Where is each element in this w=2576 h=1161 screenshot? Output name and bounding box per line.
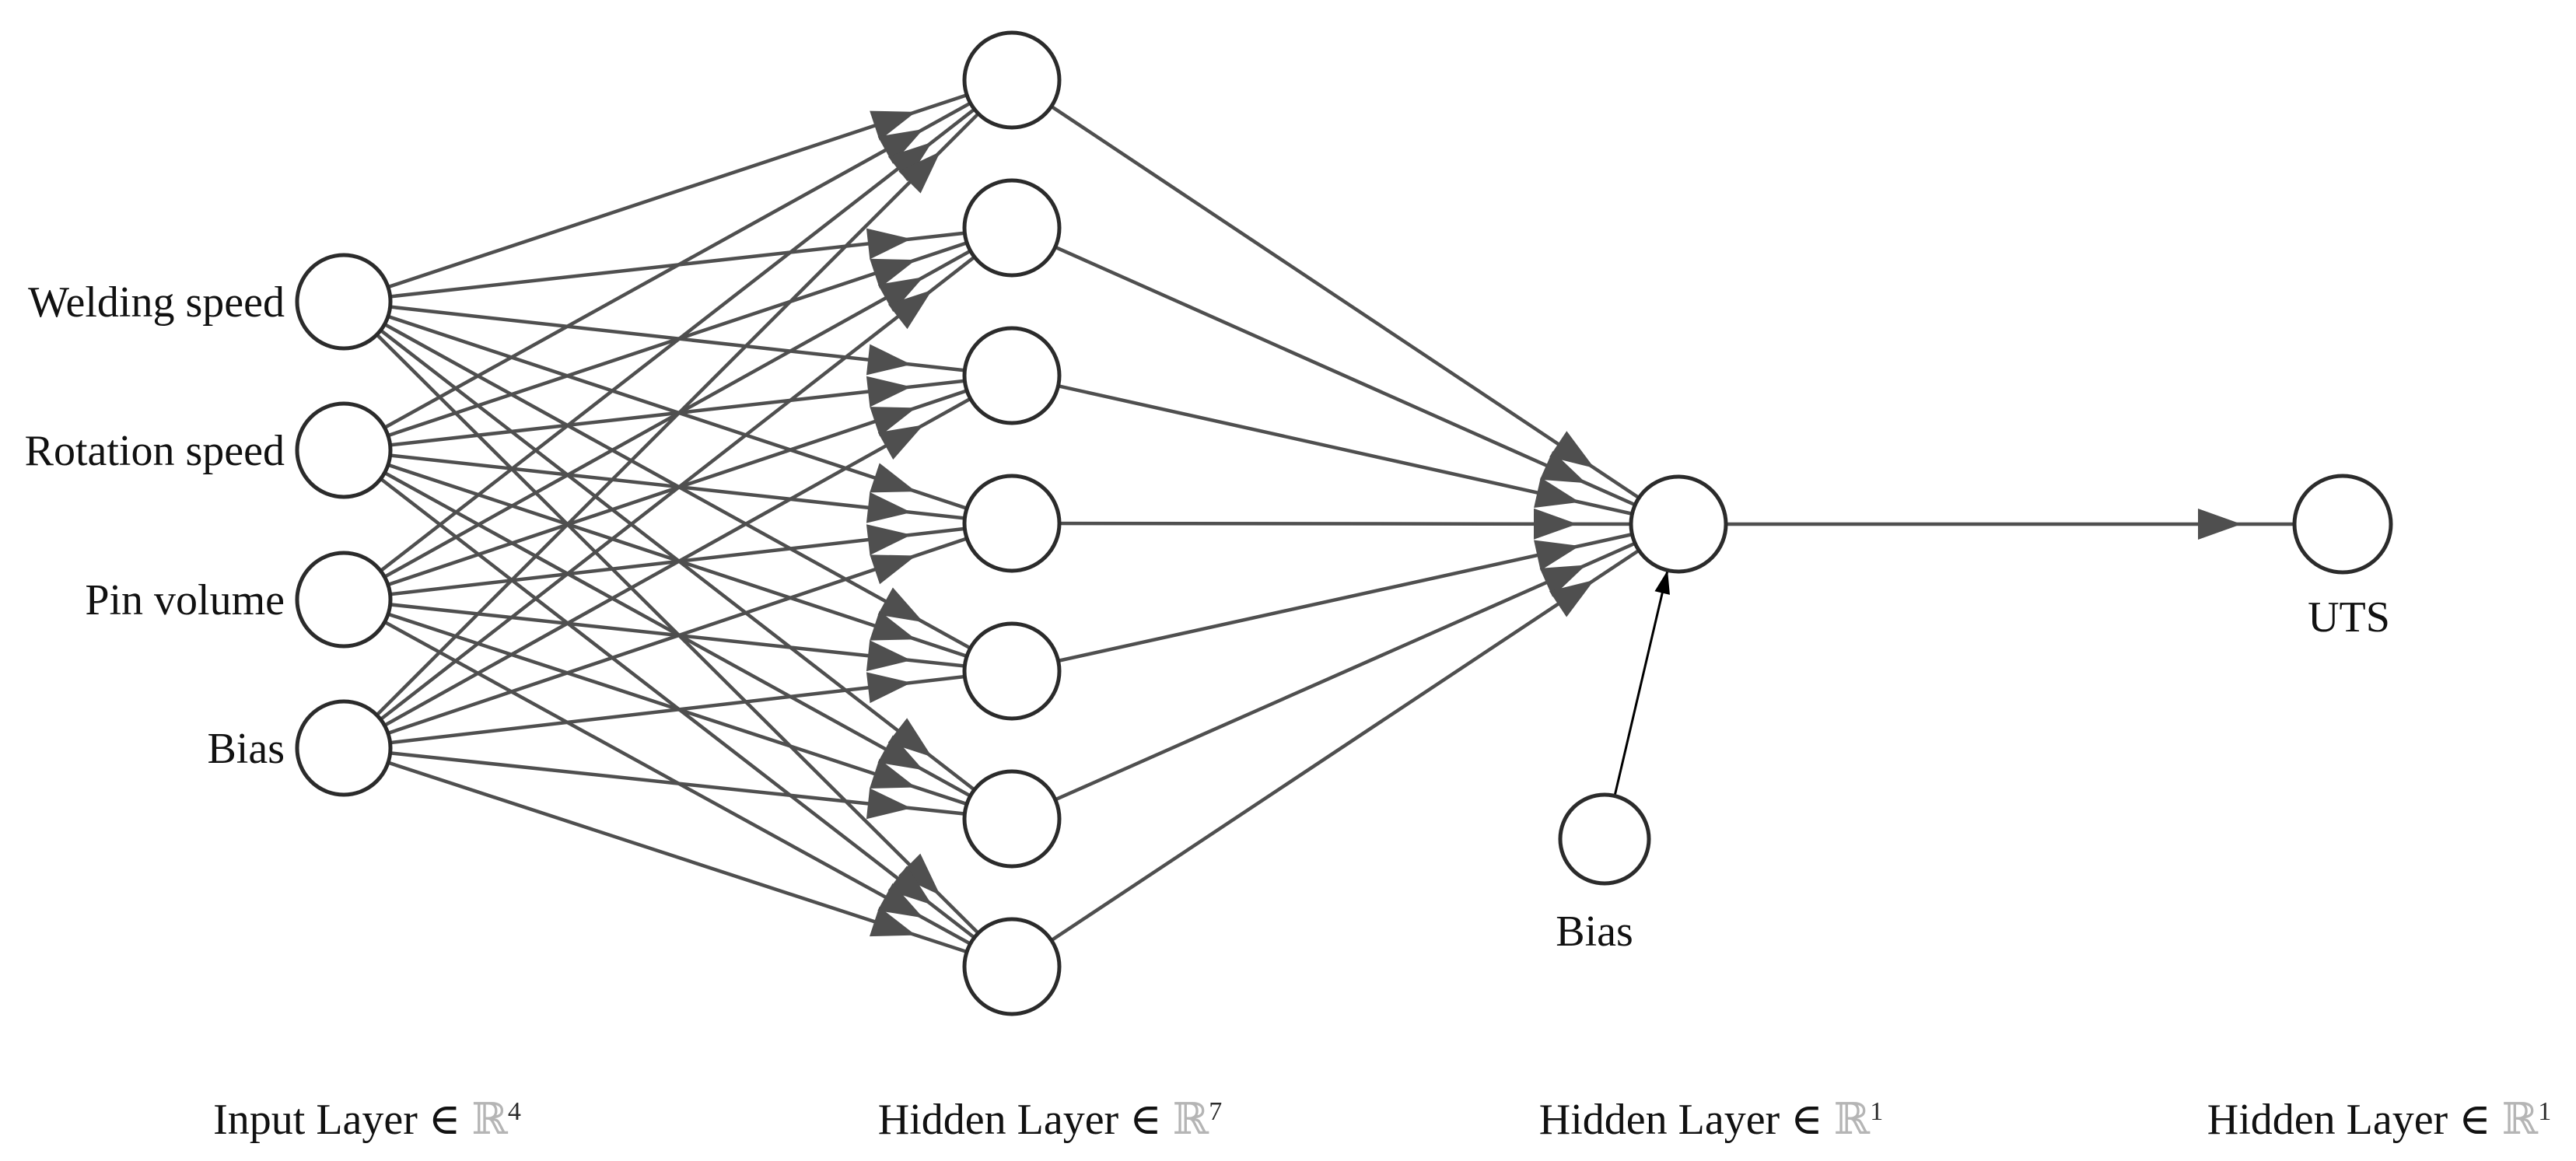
- arrowhead-icon: [870, 110, 916, 141]
- arrowhead-icon: [870, 610, 916, 641]
- layer-caption-4: Hidden Layer ∈ ℝ1: [2207, 1096, 2551, 1144]
- input-node-3: [295, 551, 393, 649]
- arrowhead-icon: [866, 228, 912, 260]
- bias-node: [1558, 792, 1651, 886]
- hidden-node-5: [962, 621, 1062, 721]
- layer-caption-3: Hidden Layer ∈ ℝ1: [1539, 1096, 1883, 1144]
- hidden-node-2: [962, 178, 1062, 278]
- arrowhead-icon: [870, 907, 916, 937]
- arrowhead-icon: [866, 376, 912, 407]
- bias-node-label: Bias: [1556, 907, 1633, 956]
- arrowhead-icon: [866, 344, 912, 376]
- input-node-label-3: Pin volume: [85, 576, 285, 624]
- arrowhead-icon: [1534, 540, 1580, 571]
- input-node-1: [295, 253, 393, 351]
- input-node-2: [295, 401, 393, 499]
- arrowhead-icon: [887, 718, 933, 757]
- arrowhead-icon: [877, 129, 924, 164]
- arrowhead-icon: [887, 289, 933, 330]
- output-node: [2292, 474, 2393, 575]
- arrowhead-icon: [866, 524, 912, 555]
- arrowhead-icon: [866, 491, 912, 523]
- hidden-node-6: [962, 769, 1062, 869]
- arrowhead-icon: [898, 853, 940, 896]
- edge-input-to-hidden7: [342, 79, 1013, 750]
- hidden2-node: [1629, 474, 1728, 574]
- input-node-label-4: Bias: [207, 725, 285, 773]
- arrowhead-icon: [1534, 477, 1580, 509]
- hidden-node-1: [962, 30, 1062, 130]
- arrowhead-icon: [1533, 508, 1578, 540]
- arrowhead-icon: [898, 151, 941, 194]
- input-node-label-2: Rotation speed: [25, 427, 285, 475]
- arrowhead-icon: [877, 883, 924, 918]
- hidden-node-7: [962, 917, 1062, 1016]
- edge-hidden7-to-hidden1: [1011, 521, 1679, 526]
- arrowhead-icon: [870, 407, 916, 437]
- arrowhead-icon: [1654, 570, 1670, 595]
- arrowhead-icon: [870, 258, 916, 289]
- arrowhead-icon: [870, 463, 916, 493]
- arrowhead-icon: [1539, 451, 1587, 484]
- arrowhead-icon: [887, 866, 933, 905]
- arrowhead-icon: [877, 277, 924, 312]
- arrowhead-icon: [1549, 579, 1594, 617]
- arrowhead-icon: [1539, 565, 1587, 597]
- hidden-node-4: [962, 474, 1062, 573]
- arrowhead-icon: [877, 735, 924, 771]
- input-node-4: [295, 699, 393, 797]
- input-node-label-1: Welding speed: [28, 278, 285, 327]
- layer-caption-2: Hidden Layer ∈ ℝ7: [878, 1096, 1222, 1144]
- arrowhead-icon: [866, 640, 912, 672]
- arrowhead-icon: [1549, 431, 1594, 468]
- arrowhead-icon: [877, 587, 924, 623]
- layer-caption-1: Input Layer ∈ ℝ4: [213, 1096, 521, 1144]
- arrowhead-icon: [2198, 509, 2242, 540]
- hidden-node-3: [962, 326, 1062, 425]
- arrowhead-icon: [887, 142, 933, 181]
- arrowhead-icon: [866, 672, 912, 704]
- arrowhead-icon: [870, 758, 916, 789]
- arrowhead-icon: [877, 425, 924, 460]
- output-node-label: UTS: [2308, 593, 2390, 642]
- arrowhead-icon: [870, 554, 916, 585]
- arrowhead-icon: [866, 788, 912, 820]
